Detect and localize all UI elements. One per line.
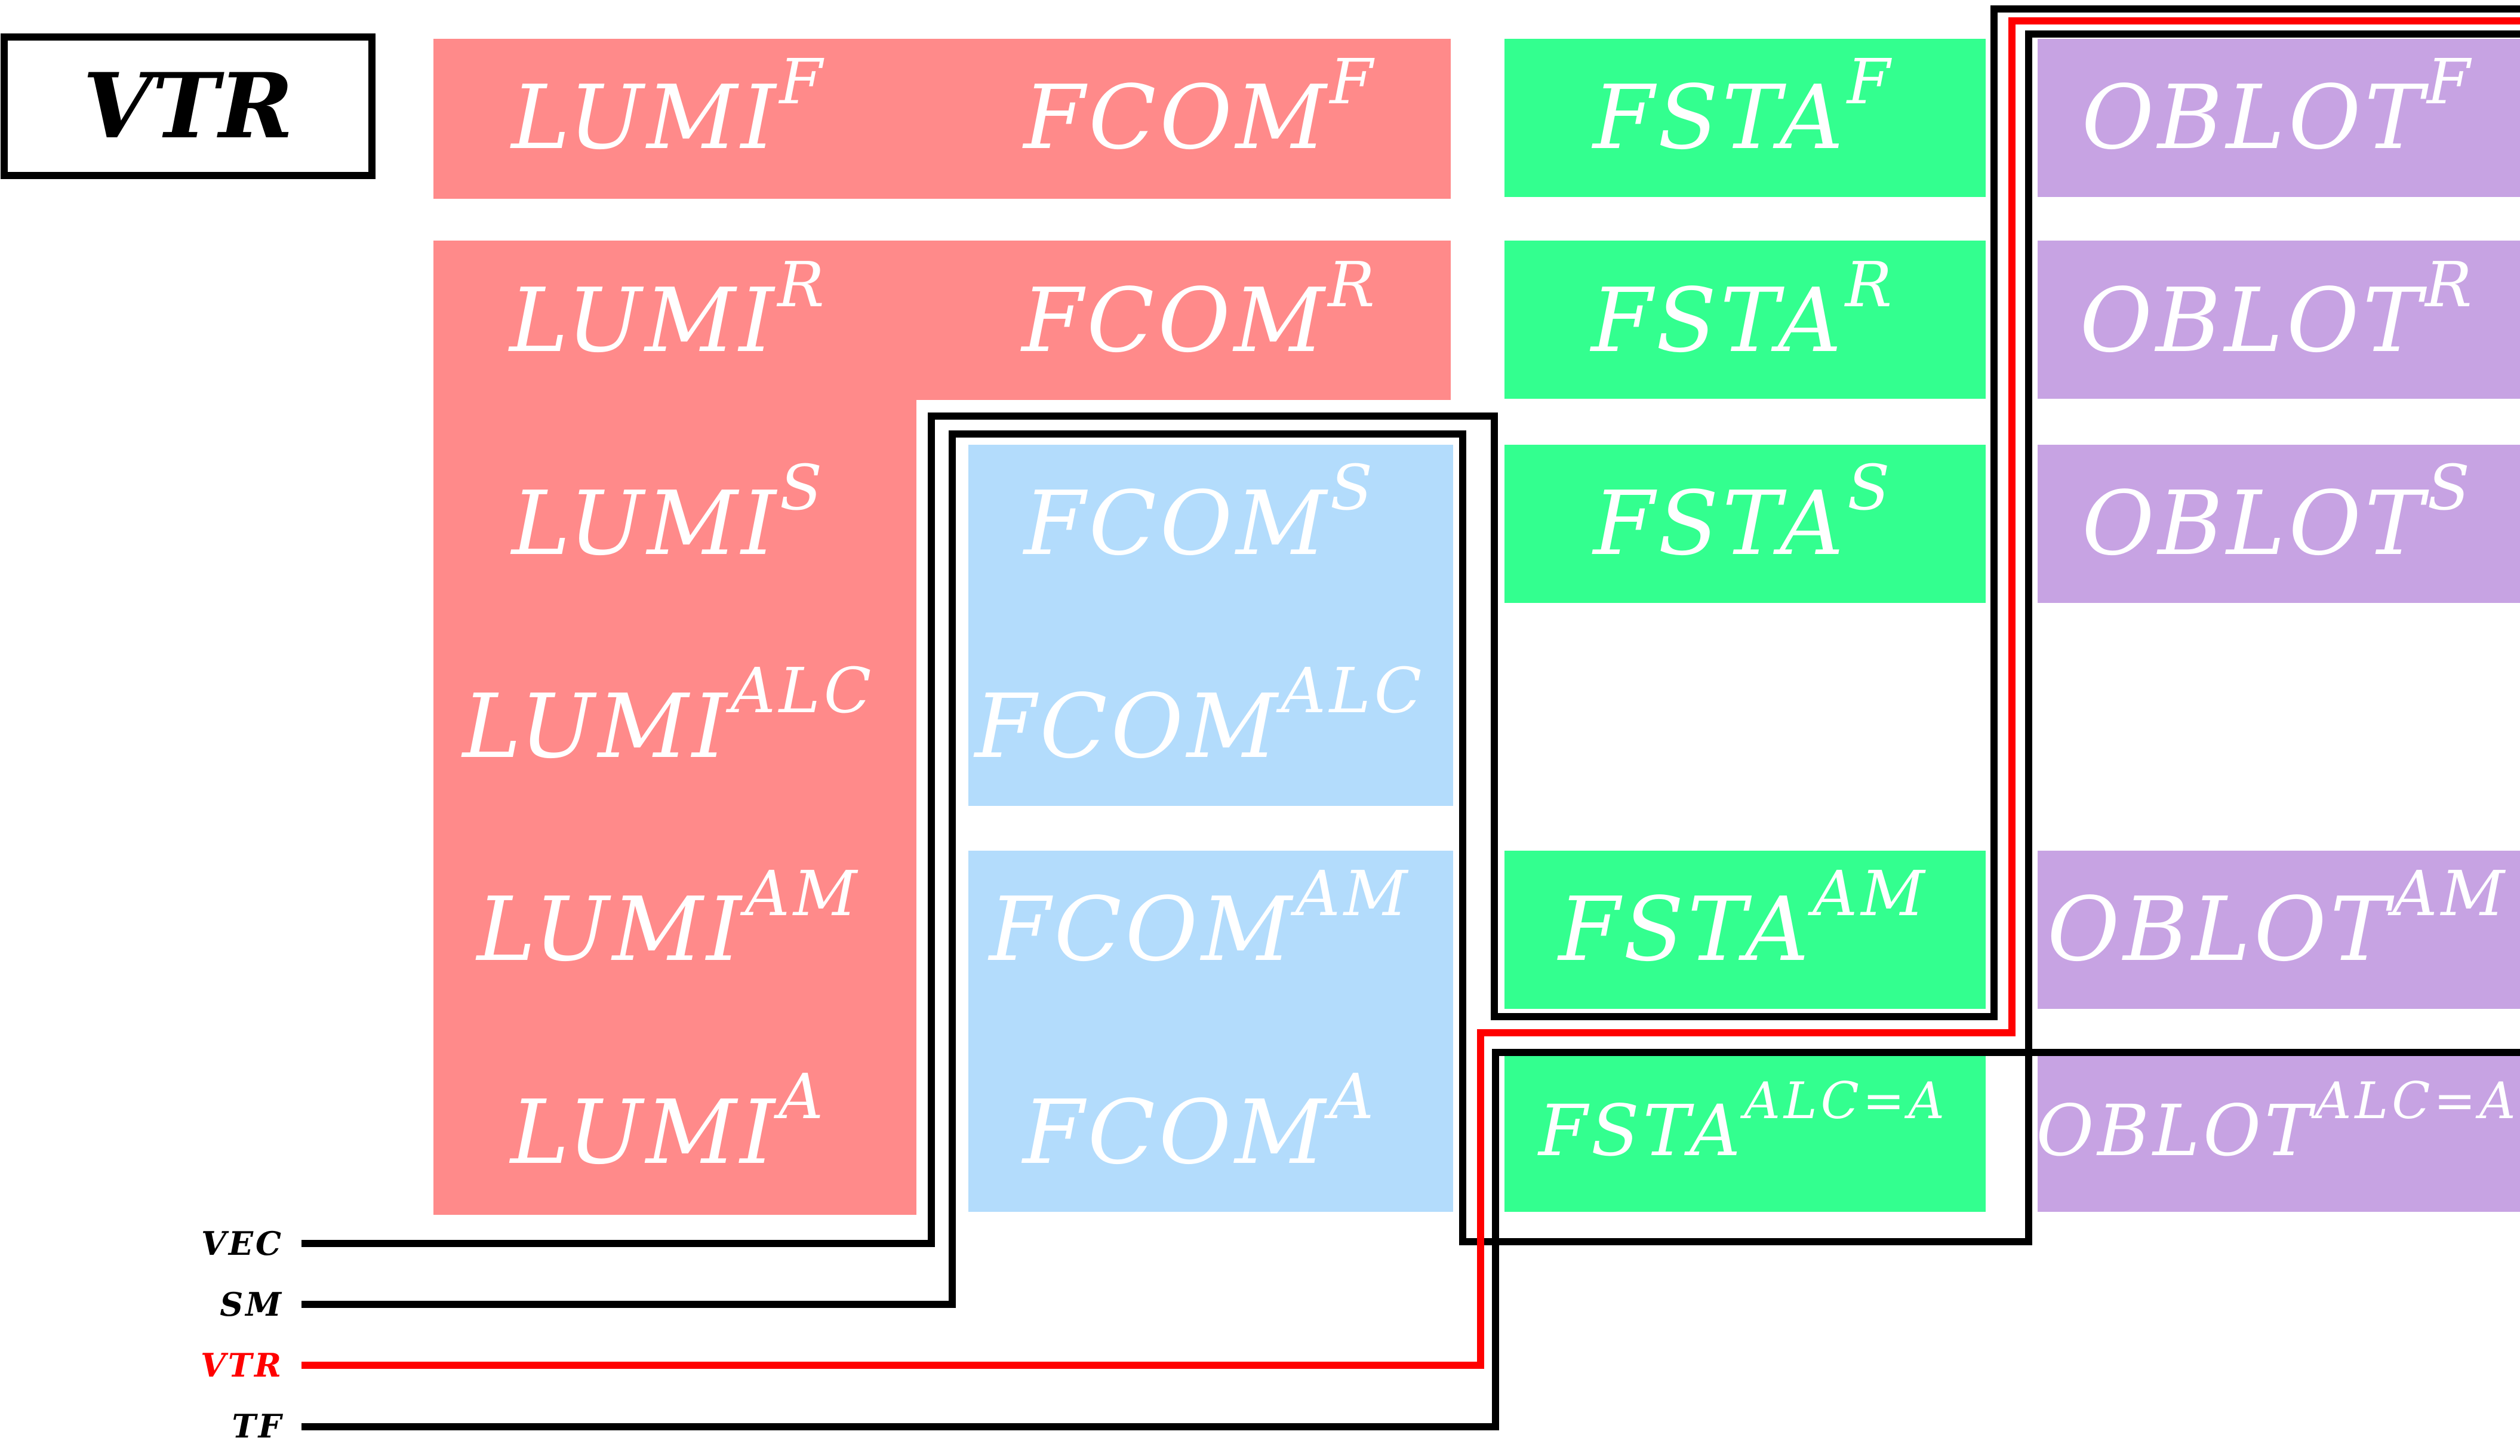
lumi-region [433,39,1451,1215]
label-lumi-a: LUMIA [509,1060,827,1184]
fcom-blue-block-lower [968,851,1453,1212]
tf-boundary-line [301,30,2520,1430]
label-lumi-am: LUMIAM [475,857,861,981]
fsta-block-am [1504,851,1986,1009]
oblot-block-am [2038,851,2520,1009]
sm-boundary-line [301,430,2520,1308]
vec-boundary-line [301,5,2520,1247]
label-oblot-f: OBLOTF [2082,45,2474,169]
label-fcom-f: FCOMF [1022,45,1377,169]
label-oblot-am: OBLOTAM [2047,857,2508,981]
fcom-blue-block-upper [968,445,1453,806]
oblot-block-f [2038,39,2520,197]
fsta-block-r [1504,241,1986,399]
title-label: VTR [83,54,294,159]
label-lumi-r: LUMIR [507,248,827,372]
label-fsta-am: FSTAAM [1556,857,1928,981]
fsta-block-f [1504,39,1986,197]
oblot-block-alc-a [2038,1054,2520,1212]
title-frame [1,33,376,179]
title-box: VTR [1,33,376,179]
label-fsta-alc-a: FSTAALC=A [1537,1072,1948,1172]
legend-label-tf: TF [232,1407,284,1445]
label-lumi-f: LUMIF [509,45,826,169]
vtr-boundary-line [301,17,2520,1369]
legend-label-vtr: VTR [201,1346,284,1384]
fsta-block-s [1504,445,1986,603]
oblot-block-s [2038,445,2520,603]
label-fcom-alc: FCOMALC [973,654,1426,778]
label-fsta-s: FSTAS [1592,451,1894,575]
label-fcom-am: FCOMAM [987,857,1411,981]
legend: VEC SM VTR TF [201,1224,284,1445]
label-fcom-r: FCOMR [1020,248,1378,372]
label-lumi-alc: LUMIALC [461,654,875,778]
label-lumi-s: LUMIS [510,451,826,575]
label-fsta-r: FSTAR [1589,248,1896,372]
label-oblot-r: OBLOTR [2080,248,2476,372]
model-boundaries [301,5,2520,1430]
label-fcom-a: FCOMA [1021,1060,1377,1184]
label-fsta-f: FSTAF [1591,45,1894,169]
legend-label-vec: VEC [201,1224,284,1263]
legend-label-sm: SM [220,1285,284,1323]
label-oblot-s: OBLOTS [2082,451,2473,575]
label-oblot-alc-a: OBLOTALC=A [2036,1072,2519,1172]
fsta-block-alc-a [1504,1054,1986,1212]
label-fcom-s: FCOMS [1022,451,1376,575]
oblot-block-r [2038,241,2520,399]
cell-labels: LUMIF FCOMF FSTAF OBLOTF LUMIR FCOMR FST… [461,45,2519,1184]
